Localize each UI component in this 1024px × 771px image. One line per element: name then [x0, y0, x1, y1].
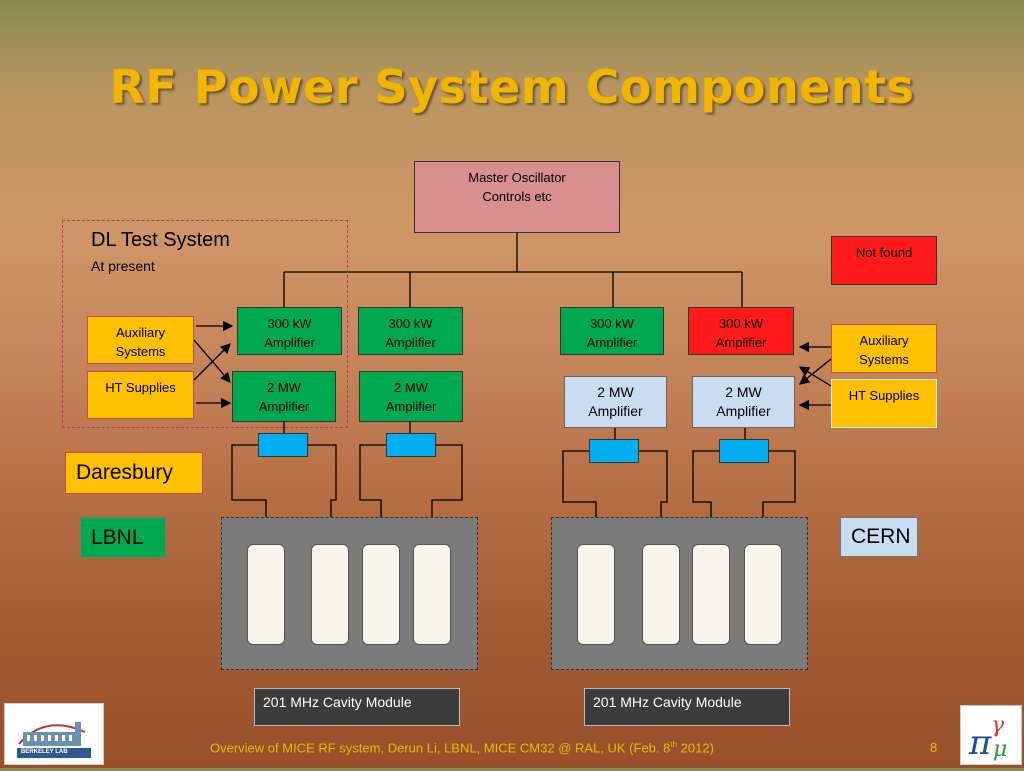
amp-2mw-1: 2 MW Amplifier — [232, 371, 336, 422]
not-found-label: Not found — [855, 245, 913, 260]
mice-logo: π γ μ — [960, 705, 1022, 765]
cavity — [413, 544, 451, 645]
rf-coupler — [258, 433, 308, 457]
cavity — [247, 544, 285, 645]
berkeley-lab-text: BERKELEY LAB — [21, 749, 68, 755]
slide-footer: Overview of MICE RF system, Derun Li, LB… — [210, 740, 714, 755]
amp-label: Amplifier — [264, 335, 315, 350]
rf-coupler — [589, 439, 639, 463]
right-ht-label: HT Supplies — [848, 388, 920, 403]
module-label-right: 201 MHz Cavity Module — [584, 688, 790, 726]
left-aux-line2: Systems — [115, 344, 166, 359]
amp-label: 300 kW — [718, 316, 764, 331]
amp-2mw-3: 2 MW Amplifier — [564, 376, 667, 428]
rf-coupler — [719, 439, 769, 463]
amp-label: 2 MW — [394, 380, 428, 395]
amp-label: Amplifier — [588, 403, 643, 419]
master-oscillator-box: Master Oscillator Controls etc — [414, 161, 620, 233]
right-aux-line1: Auxiliary — [859, 333, 909, 348]
left-ht-supplies: HT Supplies — [87, 371, 194, 419]
amp-label: 300 kW — [589, 316, 635, 331]
right-ht-supplies: HT Supplies — [831, 379, 937, 428]
right-auxiliary-systems: Auxiliary Systems — [831, 324, 937, 373]
footer-text: Overview of MICE RF system, Derun Li, LB… — [210, 740, 671, 756]
cavity — [642, 544, 680, 645]
not-found-box: Not found — [831, 236, 937, 285]
rf-coupler — [386, 433, 436, 457]
cavity — [311, 544, 349, 645]
amp-label: 2 MW — [597, 384, 634, 400]
amp-label: 300 kW — [388, 316, 433, 331]
svg-text:π: π — [968, 723, 992, 763]
berkeley-lab-logo: BERKELEY LAB — [4, 703, 104, 765]
cavity — [744, 544, 782, 645]
right-aux-line2: Systems — [859, 352, 909, 367]
master-line2: Controls etc — [482, 189, 552, 204]
amp-label: Amplifier — [716, 403, 771, 419]
svg-text:γ: γ — [991, 713, 1005, 738]
page-number: 8 — [930, 740, 938, 755]
slide-title: RF Power System Components — [109, 60, 915, 114]
left-ht-label: HT Supplies — [105, 380, 176, 395]
amp-label: Amplifier — [258, 399, 310, 414]
amp-label: Amplifier — [385, 399, 437, 414]
left-aux-line1: Auxiliary — [115, 325, 166, 340]
lbnl-label: LBNL — [80, 517, 166, 558]
dl-test-subtitle: At present — [91, 258, 155, 274]
master-line1: Master Oscillator — [468, 170, 566, 185]
cavity — [692, 544, 730, 645]
cern-label: CERN — [840, 517, 918, 557]
left-auxiliary-systems: Auxiliary Systems — [87, 316, 194, 364]
footer-superscript: th — [670, 740, 678, 749]
amp-300kw-4: 300 kW Amplifier — [688, 307, 794, 355]
amp-label: 2 MW — [725, 384, 762, 400]
amp-label: Amplifier — [385, 335, 436, 350]
dl-test-region — [62, 220, 348, 428]
footer-text-end: 2012) — [677, 740, 714, 756]
amp-label: 300 kW — [267, 316, 312, 331]
cavity — [362, 544, 400, 645]
mice-logo-icon: π γ μ — [968, 713, 1007, 763]
amp-label: 2 MW — [267, 380, 301, 395]
cavity — [577, 544, 615, 645]
amp-2mw-4: 2 MW Amplifier — [692, 376, 795, 428]
dl-test-title: DL Test System — [91, 229, 230, 251]
amp-300kw-2: 300 kW Amplifier — [358, 307, 463, 355]
amp-300kw-3: 300 kW Amplifier — [560, 307, 664, 355]
amp-label: Amplifier — [715, 335, 767, 350]
daresbury-label: Daresbury — [65, 452, 203, 494]
berkeley-lab-logo-icon — [17, 722, 91, 758]
amp-300kw-1: 300 kW Amplifier — [237, 307, 342, 355]
amp-label: Amplifier — [586, 335, 638, 350]
module-label-left: 201 MHz Cavity Module — [254, 688, 460, 726]
svg-text:μ: μ — [993, 737, 1007, 762]
amp-2mw-2: 2 MW Amplifier — [359, 371, 463, 422]
